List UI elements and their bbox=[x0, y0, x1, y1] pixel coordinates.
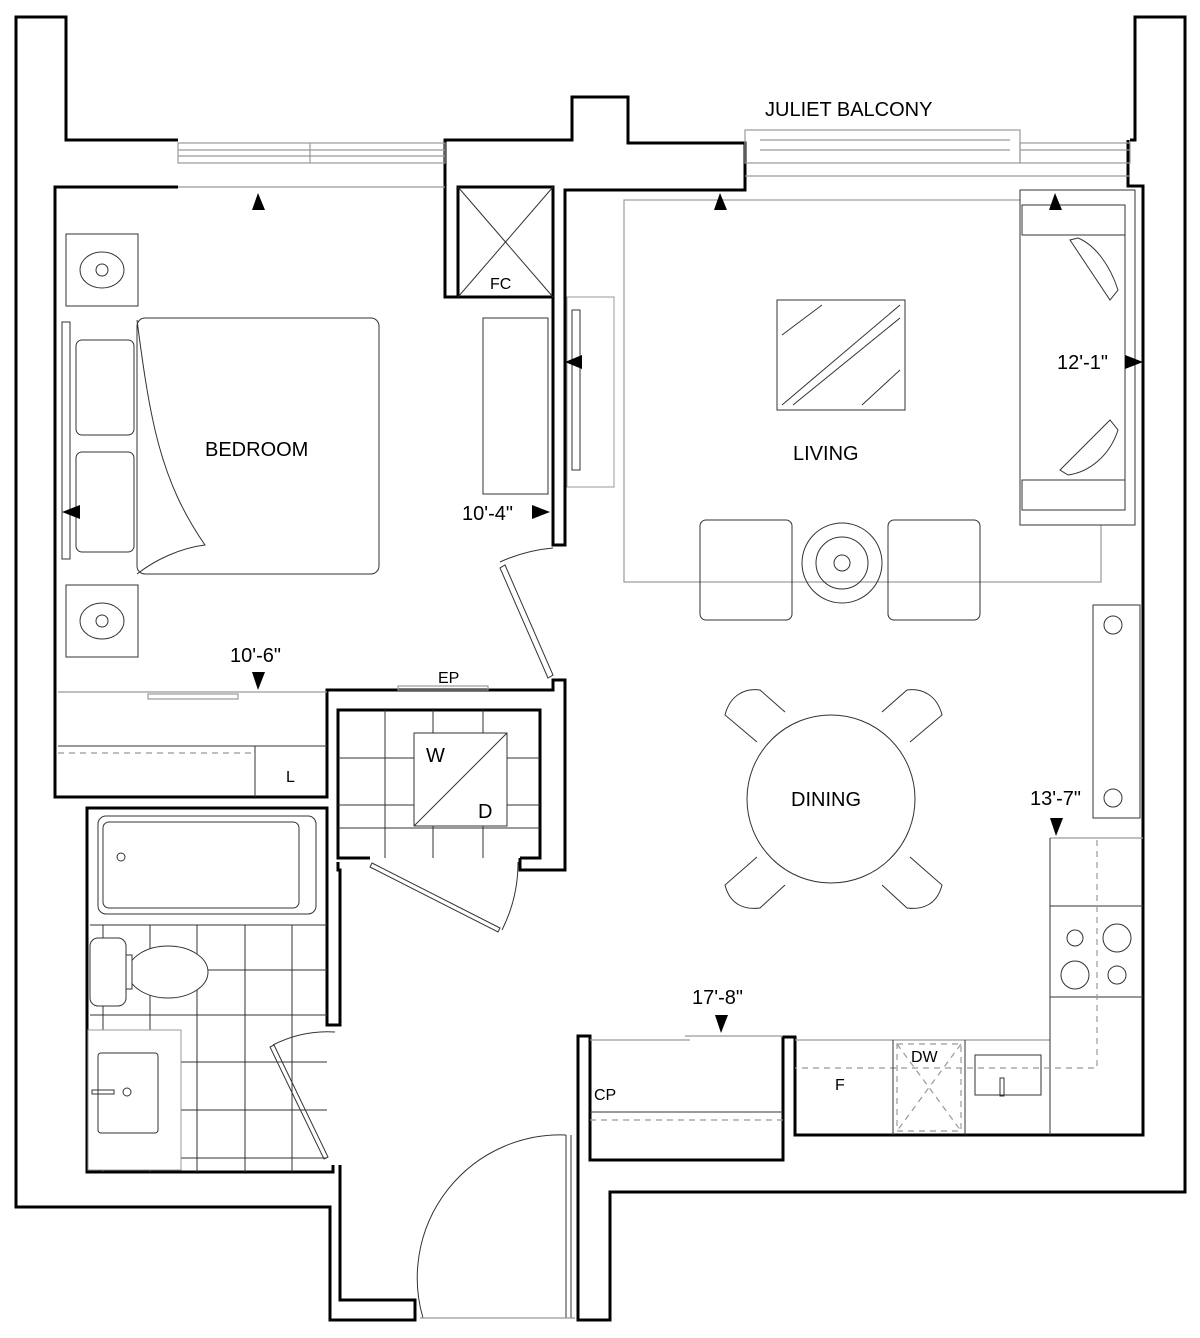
linen-label: L bbox=[286, 769, 295, 786]
side-table bbox=[801, 522, 883, 604]
ep-label: EP bbox=[438, 670, 459, 687]
armchairs bbox=[699, 519, 981, 621]
fridge-label: F bbox=[835, 1077, 845, 1094]
console bbox=[1092, 604, 1141, 819]
dresser bbox=[482, 317, 549, 495]
ep-panel: EP bbox=[397, 670, 489, 691]
dining-label: DINING bbox=[791, 789, 861, 811]
living-furniture bbox=[566, 189, 1141, 819]
juliet-balcony-rail bbox=[744, 129, 1021, 164]
overall-dimension: 17'-8" bbox=[692, 987, 743, 1009]
kitchen-sink bbox=[974, 1054, 1042, 1096]
kitchen: F DW bbox=[795, 837, 1143, 1135]
bedroom-label: BEDROOM bbox=[205, 439, 308, 461]
dryer-label: D bbox=[478, 801, 492, 823]
bedroom-closet: L bbox=[58, 691, 327, 797]
laundry-door[interactable] bbox=[369, 861, 519, 933]
cp-label: CP bbox=[594, 1087, 616, 1104]
tv-console bbox=[566, 296, 615, 488]
entry-door[interactable] bbox=[416, 1134, 575, 1319]
bathroom bbox=[87, 815, 327, 1172]
bed bbox=[61, 317, 380, 575]
dimension-arrows bbox=[62, 193, 1143, 1033]
cooktop bbox=[1060, 923, 1132, 990]
bedroom-length-dimension: 10'-6" bbox=[230, 645, 281, 667]
sink bbox=[97, 1052, 159, 1134]
dishwasher-label: DW bbox=[911, 1049, 939, 1066]
fc-label: FC bbox=[490, 276, 511, 293]
bathroom-door[interactable] bbox=[269, 1031, 336, 1160]
sofa bbox=[1019, 189, 1136, 526]
bathtub bbox=[102, 821, 300, 909]
windows bbox=[177, 129, 1131, 188]
tv bbox=[571, 309, 581, 471]
living-width-dimension: 12'-1" bbox=[1057, 352, 1108, 374]
fan-coil: FC bbox=[457, 186, 554, 298]
dishwasher: DW bbox=[896, 1043, 962, 1132]
washer-label: W bbox=[426, 745, 445, 767]
laundry: W D bbox=[338, 710, 540, 858]
walls bbox=[14, 15, 1187, 1322]
coffee-table bbox=[776, 299, 906, 411]
dining-table bbox=[746, 714, 916, 884]
bedroom-door[interactable] bbox=[499, 547, 554, 679]
bedroom-width-dimension: 10'-4" bbox=[462, 503, 513, 525]
coat-closet: CP bbox=[590, 1035, 783, 1121]
vanity bbox=[87, 1029, 182, 1171]
living-length-dimension: 13'-7" bbox=[1030, 788, 1081, 810]
nightstands bbox=[65, 233, 139, 658]
balcony-label: JULIET BALCONY bbox=[765, 99, 932, 121]
toilet bbox=[89, 937, 209, 1007]
living-label: LIVING bbox=[793, 443, 859, 465]
dining-set bbox=[724, 689, 943, 909]
